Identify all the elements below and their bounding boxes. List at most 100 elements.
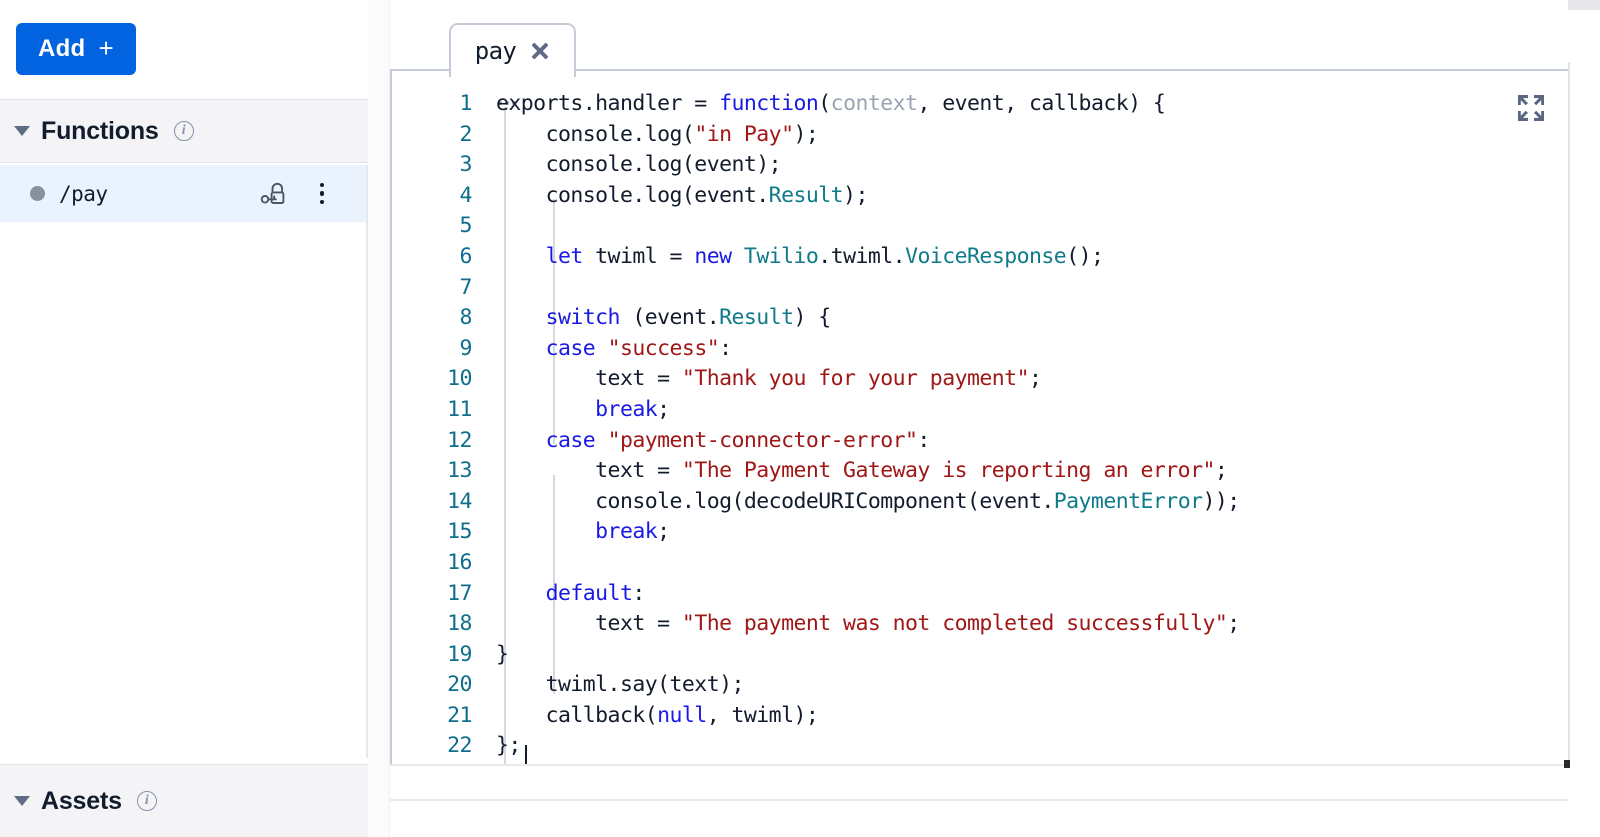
line-number: 3 (459, 152, 473, 178)
line-source: break; (595, 519, 670, 545)
line-number: 22 (447, 733, 472, 759)
info-icon[interactable]: i (173, 121, 194, 141)
line-source: console.log(decodeURIComponent(event.Pay… (496, 488, 1240, 514)
line-source: console.log("in Pay"); (496, 121, 819, 147)
code-line: 18 text = "The payment was not completed… (392, 609, 1568, 640)
sidebar: Add + Functions i /pay (0, 0, 368, 837)
indent-guide (504, 107, 506, 764)
code-line: 21 callback(null, twiml); (392, 701, 1568, 732)
scrollbar-nub[interactable] (1564, 760, 1570, 768)
status-dot-icon (30, 186, 45, 201)
code-line: 3 console.log(event); (392, 150, 1568, 181)
info-icon-assets[interactable]: i (136, 791, 157, 811)
line-number: 18 (447, 611, 472, 637)
functions-section-header[interactable]: Functions i (0, 99, 368, 163)
expand-fullscreen-icon[interactable] (1516, 93, 1546, 123)
line-source: switch (event.Result) { (545, 305, 832, 331)
line-source (496, 273, 508, 304)
code-fold-dots-icon[interactable] (498, 101, 516, 105)
line-number: 17 (447, 580, 472, 606)
indent-guide (553, 199, 555, 444)
line-number: 20 (447, 672, 472, 698)
chevron-down-icon-assets[interactable] (14, 796, 30, 806)
line-number: 5 (459, 213, 473, 239)
line-number: 7 (459, 274, 473, 300)
chevron-down-icon[interactable] (14, 126, 30, 136)
line-number: 12 (447, 427, 472, 453)
editor-bottom-panel (390, 766, 1568, 799)
line-source: text = "Thank you for your payment"; (496, 366, 1042, 392)
code-line: 11 break; (392, 395, 1568, 426)
line-source (496, 548, 508, 579)
line-source: let twiml = new Twilio.twiml.VoiceRespon… (545, 243, 1104, 269)
text-caret (525, 745, 527, 764)
line-number: 19 (447, 641, 472, 667)
code-line: 13 text = "The Payment Gateway is report… (392, 456, 1568, 487)
top-right-strip (1568, 0, 1600, 10)
sidebar-scroll-divider (366, 165, 368, 758)
line-source: } (496, 641, 509, 667)
code-line: 9 case "success": (392, 334, 1568, 365)
line-source: }; (496, 733, 521, 759)
line-source: console.log(event.Result); (496, 182, 869, 208)
line-source: console.log(event); (496, 152, 782, 178)
line-number: 4 (459, 182, 473, 208)
tab-pay[interactable]: pay (449, 23, 576, 77)
line-number: 16 (447, 549, 472, 575)
plus-icon: + (98, 33, 115, 63)
code-line: 12 case "payment-connector-error": (392, 426, 1568, 457)
add-button[interactable]: Add + (16, 23, 136, 75)
line-source (496, 211, 508, 242)
code-line: 10 text = "Thank you for your payment"; (392, 364, 1568, 395)
line-source: default: (545, 580, 646, 606)
line-number: 8 (459, 305, 473, 331)
code-line: 5 (392, 211, 1568, 242)
line-number: 13 (447, 458, 472, 484)
line-source: twiml.say(text); (496, 672, 745, 698)
code-line: 19} (392, 640, 1568, 671)
kebab-menu-icon[interactable] (312, 181, 332, 207)
code-line: 22}; (392, 731, 1568, 762)
functions-section-title: Functions (41, 116, 159, 145)
line-number: 11 (447, 396, 472, 422)
assets-section-header[interactable]: Assets i (0, 764, 368, 837)
line-source: callback(null, twiml); (496, 702, 819, 728)
code-line: 4 console.log(event.Result); (392, 181, 1568, 212)
indent-guide (553, 475, 555, 694)
line-number: 21 (447, 702, 472, 728)
line-number: 14 (447, 488, 472, 514)
code-line: 14 console.log(decodeURIComponent(event.… (392, 487, 1568, 518)
code-line: 8 switch (event.Result) { (392, 303, 1568, 334)
code-line: 6 let twiml = new Twilio.twiml.VoiceResp… (392, 242, 1568, 273)
line-source: case "success": (545, 335, 733, 361)
line-source: case "payment-connector-error": (545, 427, 931, 453)
line-source: text = "The payment was not completed su… (496, 611, 1240, 637)
sidebar-right-rail (368, 0, 390, 837)
lock-icon[interactable] (260, 180, 290, 208)
line-number: 10 (447, 366, 472, 392)
line-source: break; (595, 396, 670, 422)
line-number: 9 (459, 335, 473, 361)
code-line: 15 break; (392, 517, 1568, 548)
tab-label: pay (474, 37, 517, 65)
code-line: 17 default: (392, 579, 1568, 610)
line-source: text = "The Payment Gateway is reporting… (496, 458, 1228, 484)
editor-bottom-divider-2 (390, 799, 1568, 801)
assets-section-title: Assets (41, 786, 122, 815)
right-panel (1570, 0, 1600, 837)
editor-tabstrip: pay (390, 0, 1568, 77)
add-button-label: Add (37, 35, 86, 62)
close-icon[interactable] (530, 41, 550, 61)
functions-list: /pay (0, 165, 368, 222)
line-number: 6 (459, 243, 473, 269)
line-number: 1 (459, 91, 473, 116)
code-line: 7 (392, 273, 1568, 304)
code-line: 16 (392, 548, 1568, 579)
sidebar-item-pay[interactable]: /pay (0, 165, 368, 222)
function-path-label: /pay (59, 181, 108, 206)
editor-bottom-divider (390, 764, 1568, 766)
